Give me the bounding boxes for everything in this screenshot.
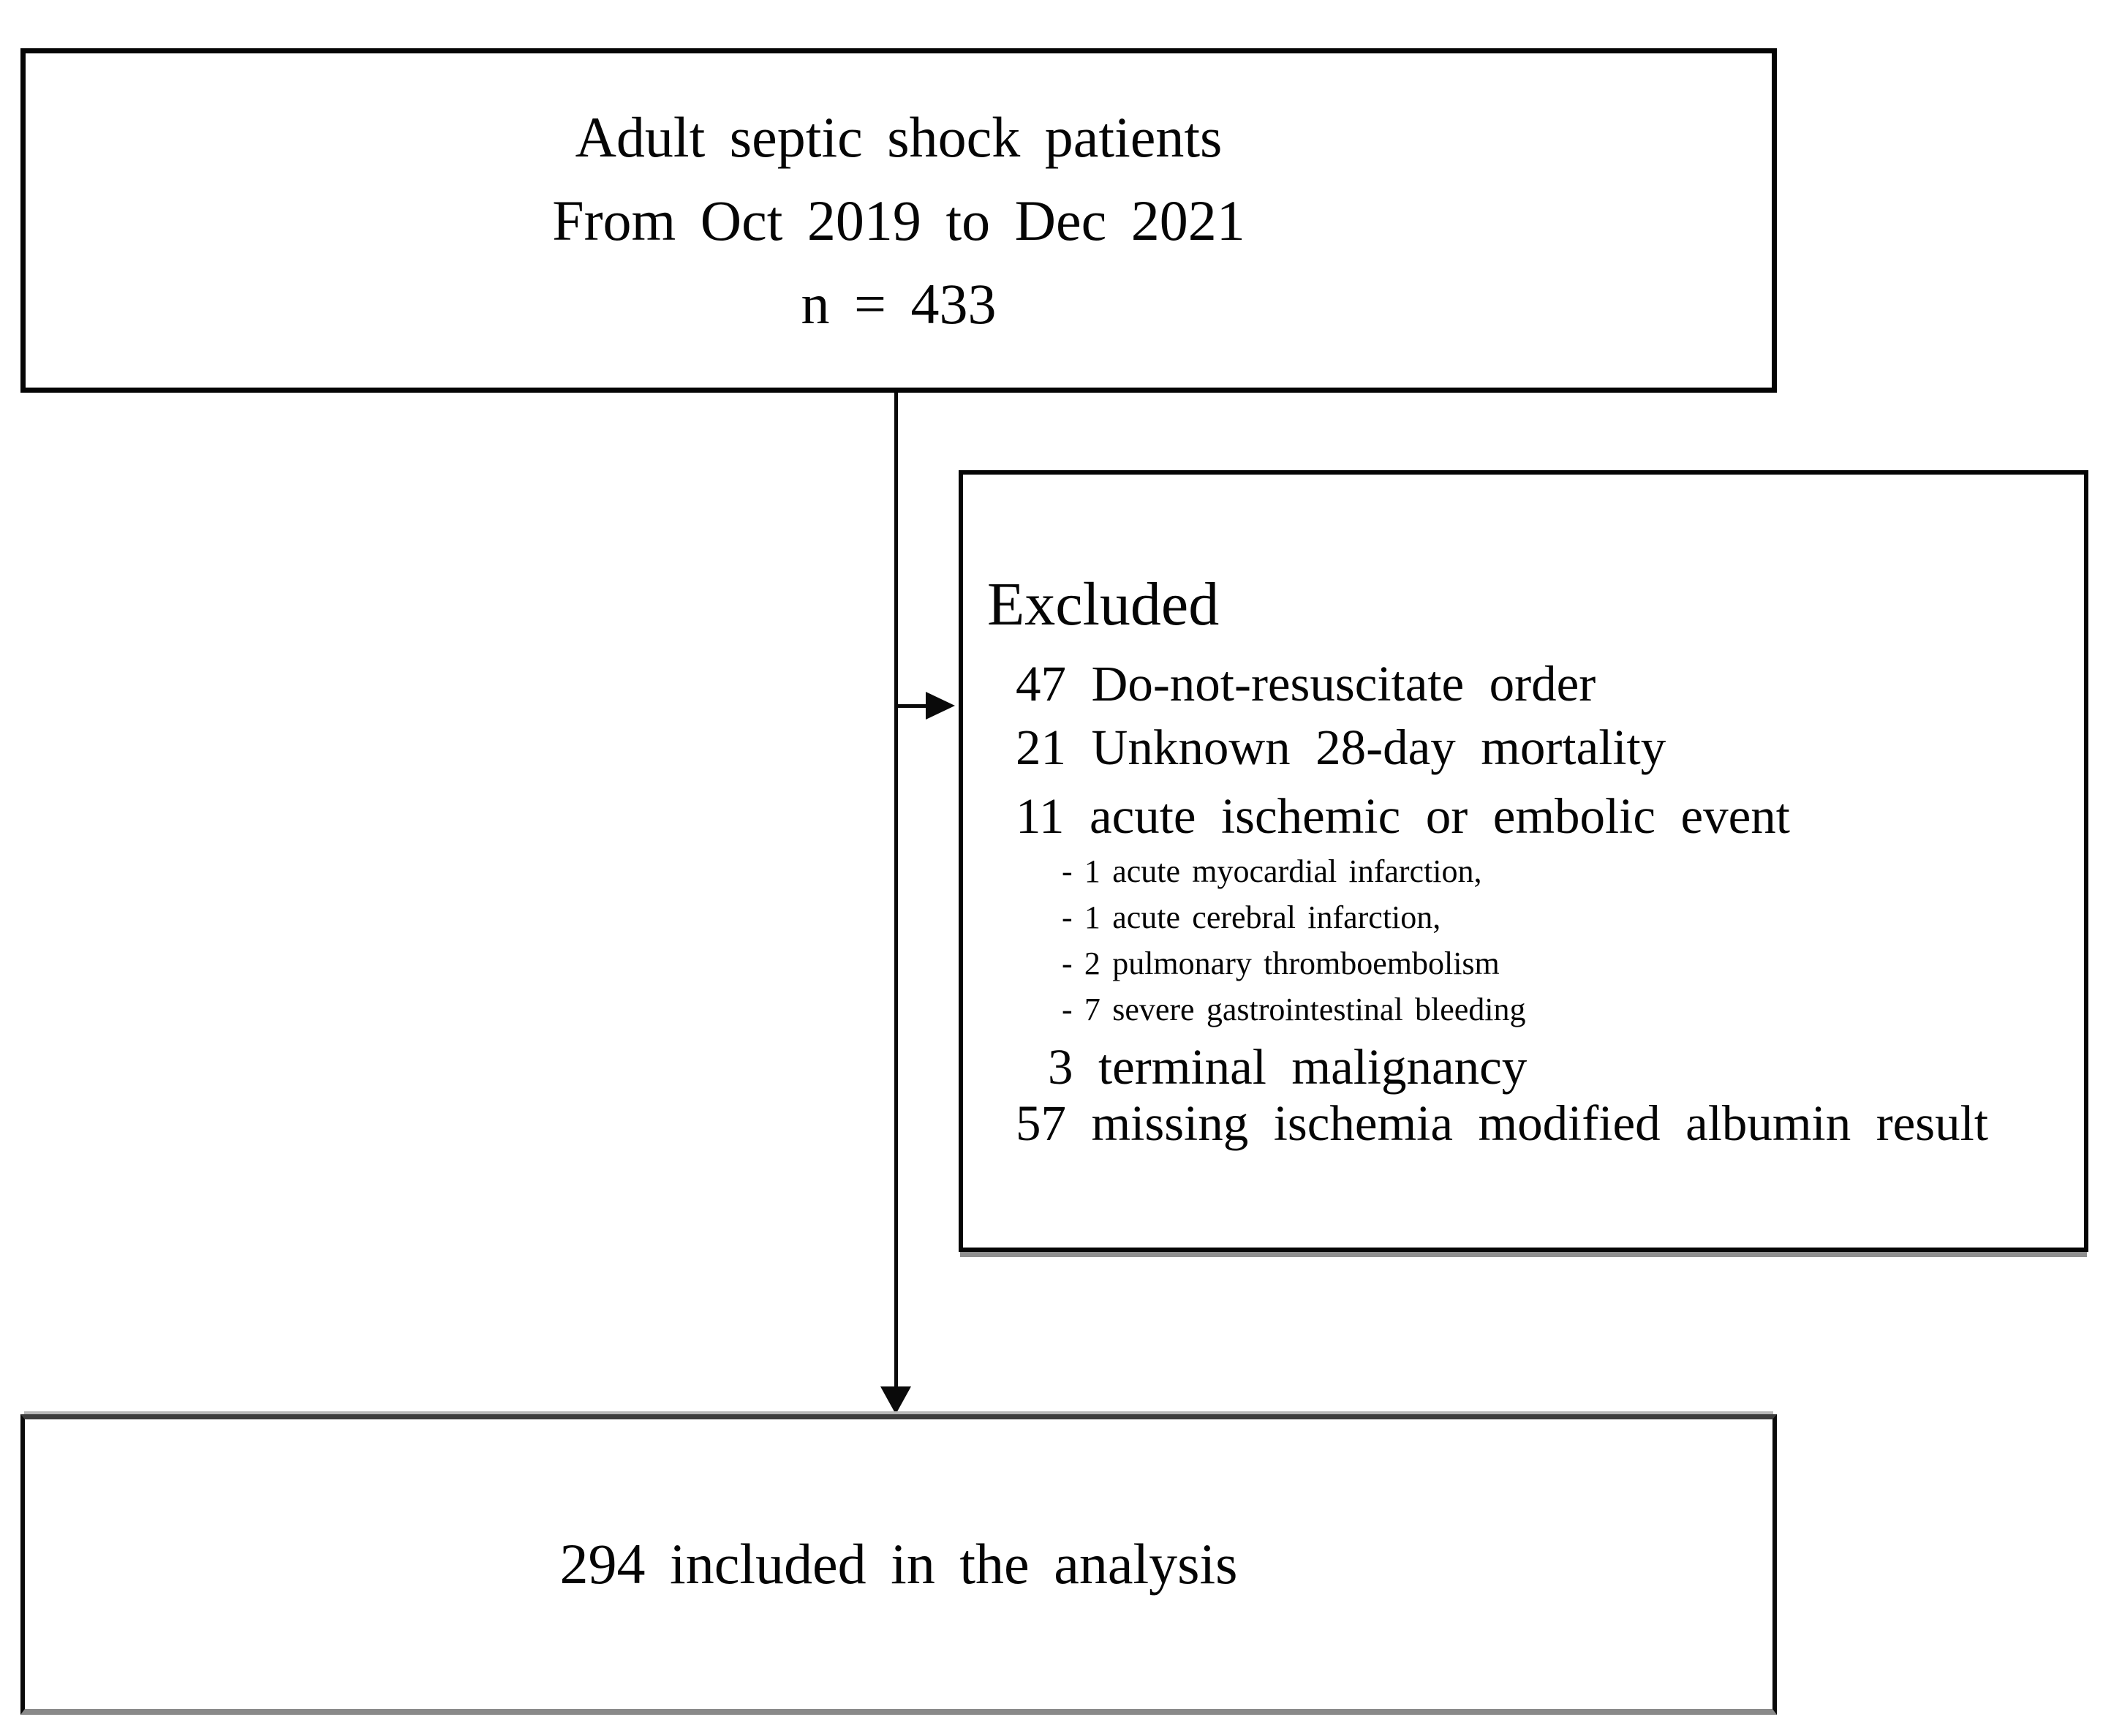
excluded-item-dnr-order: 47 Do-not-resuscitate order	[1016, 656, 1596, 712]
excluded-item-terminal-malignancy: 3 terminal malignancy	[1048, 1039, 1528, 1095]
excluded-subitem-myocardial-infarction: - 1 acute myocardial infarction,	[1062, 853, 1482, 889]
excluded-item-missing-ima-result: 57 missing ischemia modified albumin res…	[1016, 1095, 1989, 1151]
included-text: 294 included in the analysis	[559, 1532, 1238, 1596]
excluded-subitem-cerebral-infarction: - 1 acute cerebral infarction,	[1062, 899, 1441, 935]
down-connector-line	[894, 393, 898, 1389]
excluded-subitem-gastrointestinal-bleeding: - 7 severe gastrointestinal bleeding	[1062, 992, 1526, 1027]
excluded-item-ischemic-embolic-event: 11 acute ischemic or embolic event	[1016, 788, 1790, 844]
enrollment-box: Adult septic shock patients From Oct 201…	[20, 48, 1777, 393]
excluded-connector-line	[896, 704, 927, 708]
down-arrowhead-icon	[880, 1386, 911, 1414]
right-arrowhead-icon	[926, 692, 955, 720]
enrollment-count: n = 433	[801, 271, 997, 336]
included-box: 294 included in the analysis	[20, 1414, 1777, 1715]
excluded-box: Excluded 47 Do-not-resuscitate order 21 …	[959, 470, 2088, 1252]
excluded-item-unknown-mortality: 21 Unknown 28-day mortality	[1016, 720, 1666, 775]
enrollment-line-2: From Oct 2019 to Dec 2021	[552, 188, 1245, 252]
enrollment-line-1: Adult septic shock patients	[575, 105, 1223, 169]
excluded-title: Excluded	[987, 570, 1220, 638]
excluded-subitem-pulmonary-thromboembolism: - 2 pulmonary thromboembolism	[1062, 946, 1500, 981]
